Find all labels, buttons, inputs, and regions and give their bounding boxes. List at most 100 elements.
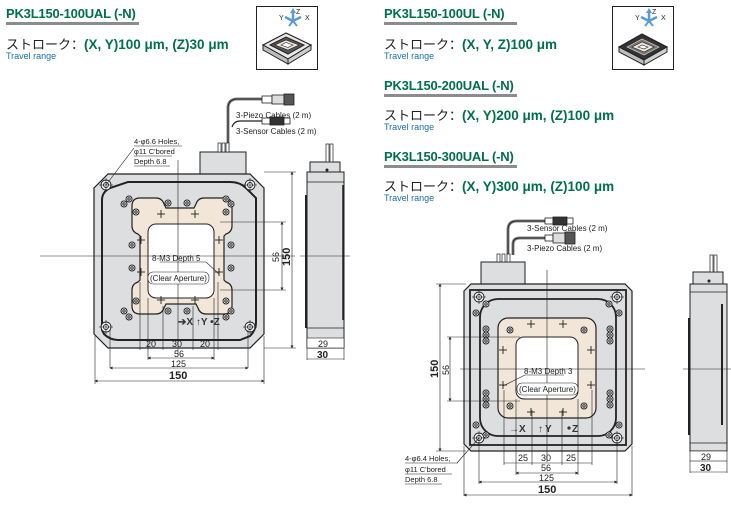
dot-icon	[567, 426, 571, 430]
axis-z-label: Z	[652, 9, 657, 16]
stage-thumbnail-right: Y Z X	[612, 6, 674, 70]
holes-spec-line3: Depth 6.8	[405, 475, 438, 484]
dim-150-bottom-right: 150	[538, 484, 556, 496]
screw-icon	[582, 328, 586, 332]
stroke-label: ストローク：	[6, 38, 85, 53]
dim-56-left: 56	[271, 252, 281, 262]
screw-icon	[617, 423, 621, 427]
model-name-right-3: PK3L150-300UAL (-N)	[384, 149, 514, 164]
axis-x-label: X	[305, 15, 310, 22]
screw-icon	[484, 333, 488, 337]
screw-icon	[482, 300, 490, 308]
stroke-label: ストローク：	[384, 38, 463, 53]
stroke-spec-right-3: ストローク：(X, Y)300 μm, (Z)100 μm	[384, 176, 614, 195]
screw-icon	[482, 325, 490, 333]
axis-triad-icon	[640, 8, 658, 27]
screw-icon	[482, 431, 490, 439]
model-name-left: PK3L150-100UAL (-N)	[6, 6, 136, 21]
screw-icon	[120, 200, 128, 208]
sensor-cables-label: 3-Sensor Cables (2 m)	[236, 127, 317, 136]
screw-icon	[224, 197, 228, 201]
connector-housing-right	[480, 261, 526, 285]
screw-icon	[122, 202, 126, 206]
screw-icon	[227, 307, 235, 315]
axis-x-label: X	[661, 15, 666, 22]
stroke-value: (X, Y)300 μm, (Z)100 μm	[462, 179, 615, 194]
screw-icon	[128, 264, 136, 272]
clear-aperture-left	[147, 223, 215, 299]
axis-y-label: Y	[279, 15, 284, 22]
screw-icon	[580, 326, 588, 334]
counterbore-hole-icon	[100, 179, 256, 333]
travel-range-label: Travel range	[384, 193, 435, 203]
dim-30-side-left: 30	[317, 350, 329, 361]
screw-icon	[607, 433, 611, 437]
screw-icon	[134, 210, 138, 214]
axis-x-mark: X	[519, 424, 526, 435]
screw-icon	[580, 402, 588, 410]
screw-icon	[122, 309, 126, 313]
model-underline	[6, 22, 139, 25]
screw-icon	[166, 309, 170, 313]
screw-icon	[482, 389, 490, 397]
screw-icon	[224, 210, 228, 214]
dim-30-left: 30	[172, 339, 182, 349]
screw-icon	[472, 421, 480, 429]
screw-icon	[185, 309, 189, 313]
arrow-right-icon: →	[509, 424, 519, 435]
screw-icon	[608, 339, 612, 343]
axis-z-mark: Z	[572, 424, 578, 435]
screw-icon	[120, 195, 235, 321]
tapped-hole-icon	[499, 320, 595, 416]
travel-range-label: Travel range	[384, 122, 435, 132]
clear-aperture-right	[515, 336, 579, 400]
screw-icon	[508, 404, 512, 408]
tapped-holes-label: 8-M3 Depth 5	[152, 254, 201, 263]
screw-icon	[484, 391, 488, 395]
side-view-right	[683, 254, 731, 473]
stroke-value: (X, Y)100 μm, (Z)30 μm	[84, 37, 229, 52]
screw-icon	[227, 200, 235, 208]
screw-icon	[224, 299, 228, 303]
holes-spec-line2: φ11 C'bored	[405, 465, 446, 474]
screw-icon	[164, 199, 172, 207]
dim-29-left: 29	[318, 339, 328, 349]
screw-icon	[608, 397, 612, 401]
model-underline	[384, 22, 517, 25]
screw-icon	[606, 389, 614, 397]
screw-icon	[606, 337, 614, 345]
screw-icon	[229, 202, 233, 206]
screw-icon	[472, 300, 623, 439]
screw-icon	[130, 243, 134, 247]
screw-icon	[482, 395, 490, 403]
screw-icon	[132, 208, 140, 216]
dim-56-bottom-right: 56	[541, 463, 551, 473]
screw-icon	[484, 433, 488, 437]
piezo-cables-label: 3-Piezo Cables (2 m)	[527, 244, 602, 253]
screw-icon	[127, 197, 131, 201]
axis-triad-icon	[284, 8, 302, 27]
screw-icon	[474, 423, 478, 427]
screw-icon	[484, 327, 488, 331]
travel-range-label: Travel range	[384, 51, 435, 61]
stage-iso-icon: Y Z X	[261, 8, 313, 65]
axis-markings-right: → X ↑ Y Z	[509, 424, 578, 435]
sensor-connector-icon	[261, 116, 291, 126]
holes-spec-line1: 4-φ6.6 Holes,	[134, 137, 179, 146]
screw-icon	[472, 309, 480, 317]
dim-30-side-right: 30	[700, 463, 712, 474]
screw-icon	[482, 331, 490, 339]
axis-y-mark: Y	[545, 424, 552, 435]
moving-stage-right	[497, 317, 597, 419]
screw-icon	[229, 266, 233, 270]
screw-icon	[607, 302, 611, 306]
model-underline	[384, 94, 517, 97]
stroke-value: (X, Y)200 μm, (Z)100 μm	[462, 108, 615, 123]
screw-icon	[224, 315, 228, 319]
dim-150-bottom-left: 150	[169, 370, 187, 382]
dim-25b-right: 25	[566, 453, 576, 463]
screw-icon	[120, 307, 128, 315]
travel-range-label: Travel range	[6, 51, 57, 61]
dim-150-left: 150	[281, 248, 293, 266]
screw-icon	[229, 243, 233, 247]
